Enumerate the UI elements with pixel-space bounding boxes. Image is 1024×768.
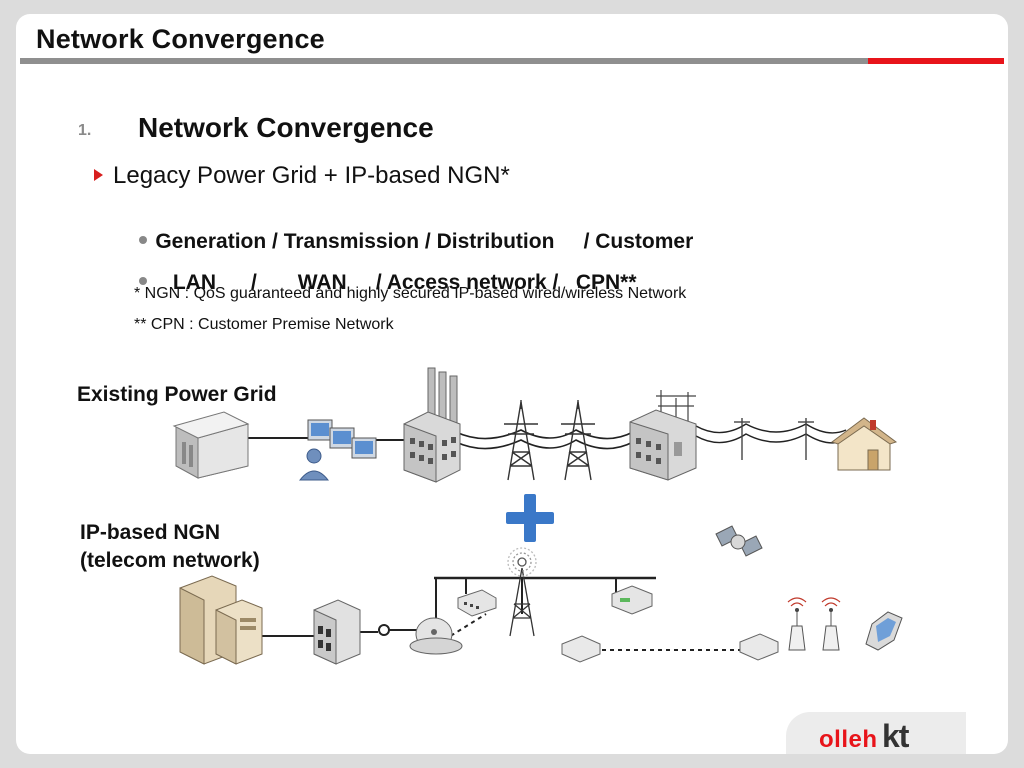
title-rule-accent <box>868 58 1004 64</box>
sub-bullet-text: LAN / WAN / Access network / CPN** <box>155 271 637 294</box>
title-rule <box>20 58 868 64</box>
router-icon <box>611 585 653 615</box>
modem-icon <box>561 635 601 663</box>
radio-tower-icon <box>507 547 537 637</box>
substation-icon <box>629 390 697 481</box>
logo <box>786 712 966 754</box>
ngn-label-line2: (telecom network) <box>80 549 260 572</box>
dot-bullet-icon <box>139 277 148 286</box>
ngn-label-line1: IP-based NGN <box>80 521 221 544</box>
power-plant-icon <box>403 367 461 483</box>
transmission-tower-icon <box>561 400 595 481</box>
slide-title: Network Convergence <box>36 24 325 54</box>
transmission-tower-icon <box>504 400 538 481</box>
sub-bullet-power: Generation / Transmission / Distribution… <box>116 206 693 278</box>
wireless-access-point-icon <box>821 597 841 651</box>
mobile-phone-icon <box>865 611 903 651</box>
central-building-icon <box>172 411 250 479</box>
server-rack-icon <box>179 575 263 665</box>
modem-icon <box>739 633 779 661</box>
network-switch-icon <box>313 599 361 665</box>
sub-bullet-network: LAN / WAN / Access network / CPN** <box>116 247 637 319</box>
router-icon <box>457 589 497 617</box>
footnote-ngn: * NGN : QoS guaranteed and highly secure… <box>134 285 687 302</box>
plus-icon <box>506 494 554 542</box>
slide: Network Convergence 1. Network Convergen… <box>16 14 1008 754</box>
logo-mark: kt <box>882 718 909 754</box>
power-grid-diagram <box>172 367 898 483</box>
dot-bullet-icon <box>139 236 148 245</box>
section-heading: Network Convergence <box>138 112 434 143</box>
network-diagram <box>172 367 903 665</box>
power-grid-label: Existing Power Grid <box>77 383 277 406</box>
satellite-dish-icon <box>409 617 463 655</box>
main-bullet: Legacy Power Grid + IP-based NGN* <box>94 162 510 190</box>
main-bullet-text: Legacy Power Grid + IP-based NGN* <box>113 162 510 189</box>
arrow-bullet-icon <box>94 168 103 181</box>
ngn-diagram <box>179 525 903 665</box>
wireless-access-point-icon <box>787 597 807 651</box>
heading-number: 1. <box>78 122 92 139</box>
house-icon <box>830 417 898 471</box>
footnote-cpn: ** CPN : Customer Premise Network <box>134 316 394 333</box>
satellite-icon <box>715 525 763 557</box>
sub-bullet-text: Generation / Transmission / Distribution… <box>155 230 694 253</box>
utility-pole-icon <box>734 418 814 460</box>
control-center-icon <box>298 419 377 481</box>
logo-text: olleh <box>819 726 878 753</box>
